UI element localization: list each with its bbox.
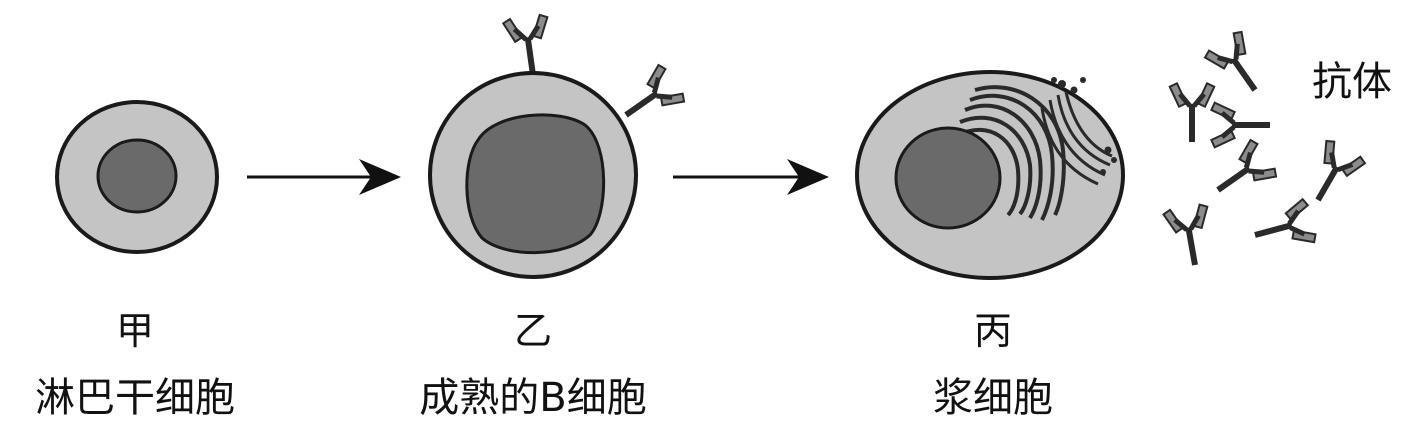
- golgi-apparatus: [1040, 91, 1113, 186]
- plasma-cell: [855, 70, 1125, 280]
- lymphoid-stem-cell: [55, 100, 219, 254]
- stage-2-name: 成熟的B细胞: [419, 375, 647, 421]
- stage-2-letter: 乙: [513, 309, 553, 353]
- stage-3-letter: 丙: [973, 309, 1013, 353]
- antibody-label: 抗体: [1312, 59, 1392, 105]
- y-shaped-antibody-icon: [1170, 83, 1215, 142]
- y-shaped-antibody-icon: [1249, 198, 1317, 256]
- y-shaped-antibody-icon: [1163, 203, 1217, 269]
- y-shaped-antibody-icon: [1299, 138, 1367, 211]
- y-shaped-antibody-icon: [613, 63, 687, 133]
- stage-1-name: 淋巴干细胞: [35, 375, 235, 421]
- mature-b-cell: [428, 14, 687, 279]
- stage-3-name: 浆细胞: [933, 375, 1053, 421]
- y-shaped-antibody-icon: [503, 14, 555, 78]
- y-shaped-antibody-icon: [1205, 138, 1279, 208]
- y-shaped-antibody-icon: [1211, 103, 1270, 148]
- y-shaped-antibody-icon: [1203, 29, 1273, 103]
- stage-1-letter: 甲: [115, 309, 155, 353]
- secretory-vesicles: [1051, 77, 1117, 175]
- endoplasmic-reticulum: [957, 85, 1066, 221]
